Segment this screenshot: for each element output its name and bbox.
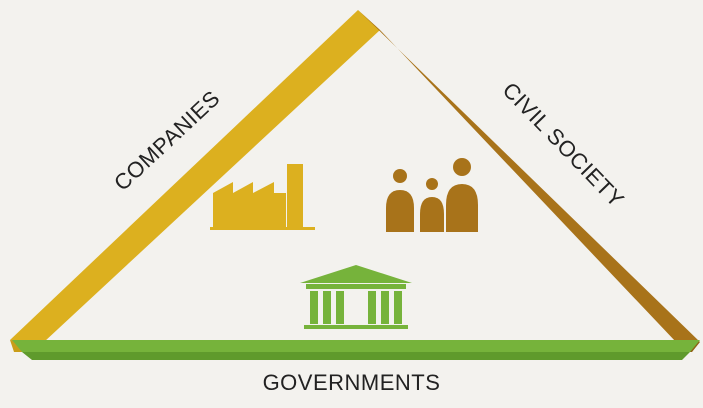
people-group-icon xyxy=(386,158,478,232)
factory-icon xyxy=(210,164,315,230)
governments-label: GOVERNMENTS xyxy=(262,370,441,395)
governments-side-bar xyxy=(12,340,700,352)
companies-side-bar xyxy=(10,10,380,342)
government-building-icon xyxy=(300,265,412,329)
civil-society-side-bar xyxy=(358,10,700,342)
civil-society-label: CIVIL SOCIETY xyxy=(498,77,629,212)
governments-side-bar-shade xyxy=(22,352,690,360)
